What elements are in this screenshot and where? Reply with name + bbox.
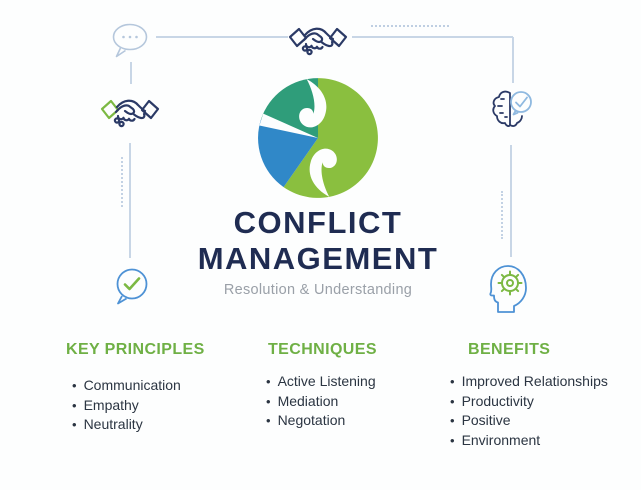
list-item-label: Empathy (83, 396, 139, 413)
list-item-label: Positive (461, 412, 511, 428)
list-item: • Positive (450, 411, 608, 431)
list-item-label: Improved Relationships (461, 373, 608, 389)
chat-bubble-ellipsis-icon (110, 22, 150, 60)
bullet-glyph: • (450, 413, 455, 428)
column-header: KEY PRINCIPLES (66, 341, 205, 358)
list-item: • Productivity (450, 392, 608, 412)
list-item: • Environment (450, 431, 608, 451)
list-item: • Active Listening (266, 372, 377, 392)
bullet-glyph: • (266, 413, 271, 428)
connector-dotted-line-top (371, 25, 449, 27)
bullet-glyph: • (450, 393, 455, 409)
bullet-glyph: • (266, 393, 271, 409)
bullet-glyph: • (72, 417, 77, 432)
subtitle: Resolution & Understanding (223, 282, 413, 298)
handshake-green-cuff-icon (98, 86, 162, 136)
list-item-label: Neutrality (83, 416, 143, 432)
list-item-label: Active Listening (277, 373, 376, 389)
handshake-icon (286, 14, 350, 64)
column-list: • Improved Relationships • Productivity • P… (448, 372, 608, 450)
conflict-management-swirl-logo (256, 76, 380, 200)
connector-dotted-line-left (121, 157, 123, 207)
list-item-label: Negotation (277, 412, 346, 428)
list-item: • Empathy (72, 396, 205, 416)
column-header: TECHNIQUES (268, 341, 377, 358)
bullet-glyph: • (72, 397, 77, 413)
title-line-2: MANAGEMENT (197, 241, 439, 276)
column-list: • Active Listening • Mediation • Negotation (264, 372, 377, 431)
title-line-1: CONFLICT (233, 205, 403, 240)
list-item-label: Environment (461, 431, 541, 448)
connector-dotted-line-right (501, 191, 503, 239)
column-techniques: TECHNIQUES • Active Listening • Mediation … (264, 341, 377, 431)
connector-line-top-left (156, 36, 288, 38)
bullet-glyph: • (266, 374, 271, 389)
bullet-glyph: • (72, 378, 77, 393)
title-block: CONFLICT MANAGEMENT Resolution & Underst… (156, 205, 480, 298)
bullet-glyph: • (450, 432, 455, 448)
connector-line-left-upper (130, 62, 132, 84)
connector-line-right-lower (510, 145, 512, 257)
connector-line-top-right (352, 36, 513, 38)
list-item-label: Mediation (277, 392, 339, 409)
list-item: • Improved Relationships (450, 372, 608, 392)
list-item-label: Productivity (461, 392, 534, 409)
list-item: • Neutrality (72, 415, 205, 435)
brain-check-icon (488, 86, 536, 134)
list-item: • Mediation (266, 392, 377, 412)
list-item: • Negotation (266, 411, 377, 431)
connector-line-right-upper (512, 37, 514, 83)
list-item: • Communication (72, 376, 205, 396)
chat-bubble-check-icon (112, 266, 152, 306)
connector-line-left-lower (129, 143, 131, 258)
head-gear-icon (487, 263, 533, 315)
column-header: BENEFITS (468, 341, 551, 358)
column-list: • Communication • Empathy • Neutrality (64, 376, 205, 435)
list-item-label: Communication (83, 377, 181, 393)
column-key-principles: KEY PRINCIPLES • Communication • Empathy •… (64, 341, 205, 435)
bullet-glyph: • (450, 374, 455, 389)
column-benefits: BENEFITS • Improved Relationships • Produc… (448, 341, 608, 450)
